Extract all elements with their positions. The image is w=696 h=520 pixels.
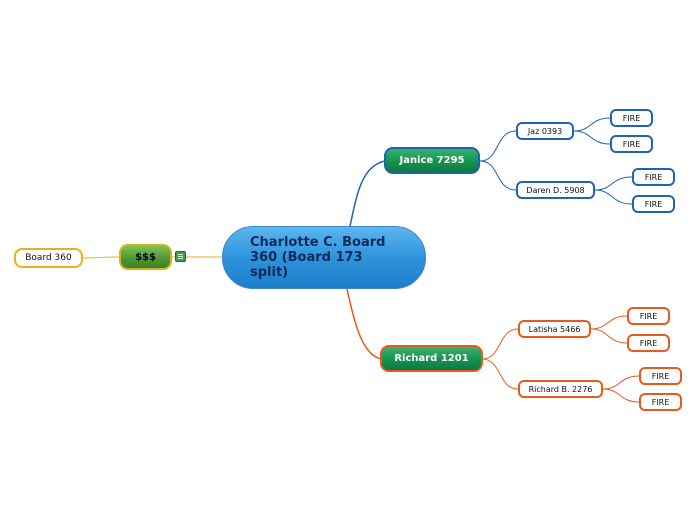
topic-fire[interactable]: FIRE <box>610 135 653 153</box>
central-topic-label: Charlotte C. Board 360 (Board 173 split) <box>250 235 386 280</box>
topic-jaz-0393-label: Jaz 0393 <box>527 126 563 136</box>
topic-richard-1201[interactable]: Richard 1201 <box>380 345 483 372</box>
topic-fire-label: FIRE <box>651 371 670 381</box>
connector-jaz-fire2 <box>573 130 611 145</box>
connector-richardb-fire1 <box>602 375 640 390</box>
topic-richard-1201-label: Richard 1201 <box>394 353 469 364</box>
topic-richard-b-2276-label: Richard B. 2276 <box>528 384 593 394</box>
topic-fire[interactable]: FIRE <box>632 168 675 186</box>
connector-latisha-fire2 <box>590 328 628 344</box>
connector-janice-jaz <box>479 130 517 162</box>
topic-fire[interactable]: FIRE <box>639 367 682 385</box>
topic-board-360-label: Board 360 <box>25 253 72 263</box>
topic-fire-label: FIRE <box>639 311 658 321</box>
topic-fire-label: FIRE <box>639 338 658 348</box>
topic-janice-7295[interactable]: Janice 7295 <box>384 147 480 174</box>
topic-fire-label: FIRE <box>622 113 641 123</box>
topic-richard-b-2276[interactable]: Richard B. 2276 <box>518 380 603 398</box>
connector-richard-latisha <box>481 328 519 360</box>
topic-fire[interactable]: FIRE <box>627 307 670 325</box>
topic-jaz-0393[interactable]: Jaz 0393 <box>516 122 574 140</box>
topic-money[interactable]: $$$ <box>119 244 172 270</box>
connector-central-janice <box>349 160 386 227</box>
topic-fire-label: FIRE <box>651 397 670 407</box>
connector-money-board <box>82 256 120 259</box>
topic-latisha-5466-label: Latisha 5466 <box>528 324 581 334</box>
topic-janice-7295-label: Janice 7295 <box>399 155 465 166</box>
connector-latisha-fire1 <box>590 315 628 330</box>
connector-daren-fire1 <box>594 176 633 191</box>
topic-fire-label: FIRE <box>622 139 641 149</box>
topic-daren-d-5908[interactable]: Daren D. 5908 <box>516 181 595 199</box>
notes-icon[interactable] <box>175 251 186 262</box>
connector-janice-daren <box>479 160 517 191</box>
topic-fire-label: FIRE <box>644 172 663 182</box>
topic-fire[interactable]: FIRE <box>639 393 682 411</box>
topic-board-360[interactable]: Board 360 <box>14 248 83 268</box>
connector-richardb-fire2 <box>602 388 640 403</box>
topic-fire-label: FIRE <box>644 199 663 209</box>
connector-daren-fire2 <box>594 189 633 205</box>
connector-richard-richardb <box>481 358 519 390</box>
topic-money-label: $$$ <box>135 251 156 263</box>
topic-fire[interactable]: FIRE <box>627 334 670 352</box>
topic-latisha-5466[interactable]: Latisha 5466 <box>518 320 591 338</box>
topic-daren-d-5908-label: Daren D. 5908 <box>526 185 585 195</box>
topic-fire[interactable]: FIRE <box>610 109 653 127</box>
connector-jaz-fire1 <box>573 117 611 132</box>
topic-fire[interactable]: FIRE <box>632 195 675 213</box>
central-topic[interactable]: Charlotte C. Board 360 (Board 173 split) <box>222 226 426 289</box>
connector-central-richard <box>346 288 382 360</box>
